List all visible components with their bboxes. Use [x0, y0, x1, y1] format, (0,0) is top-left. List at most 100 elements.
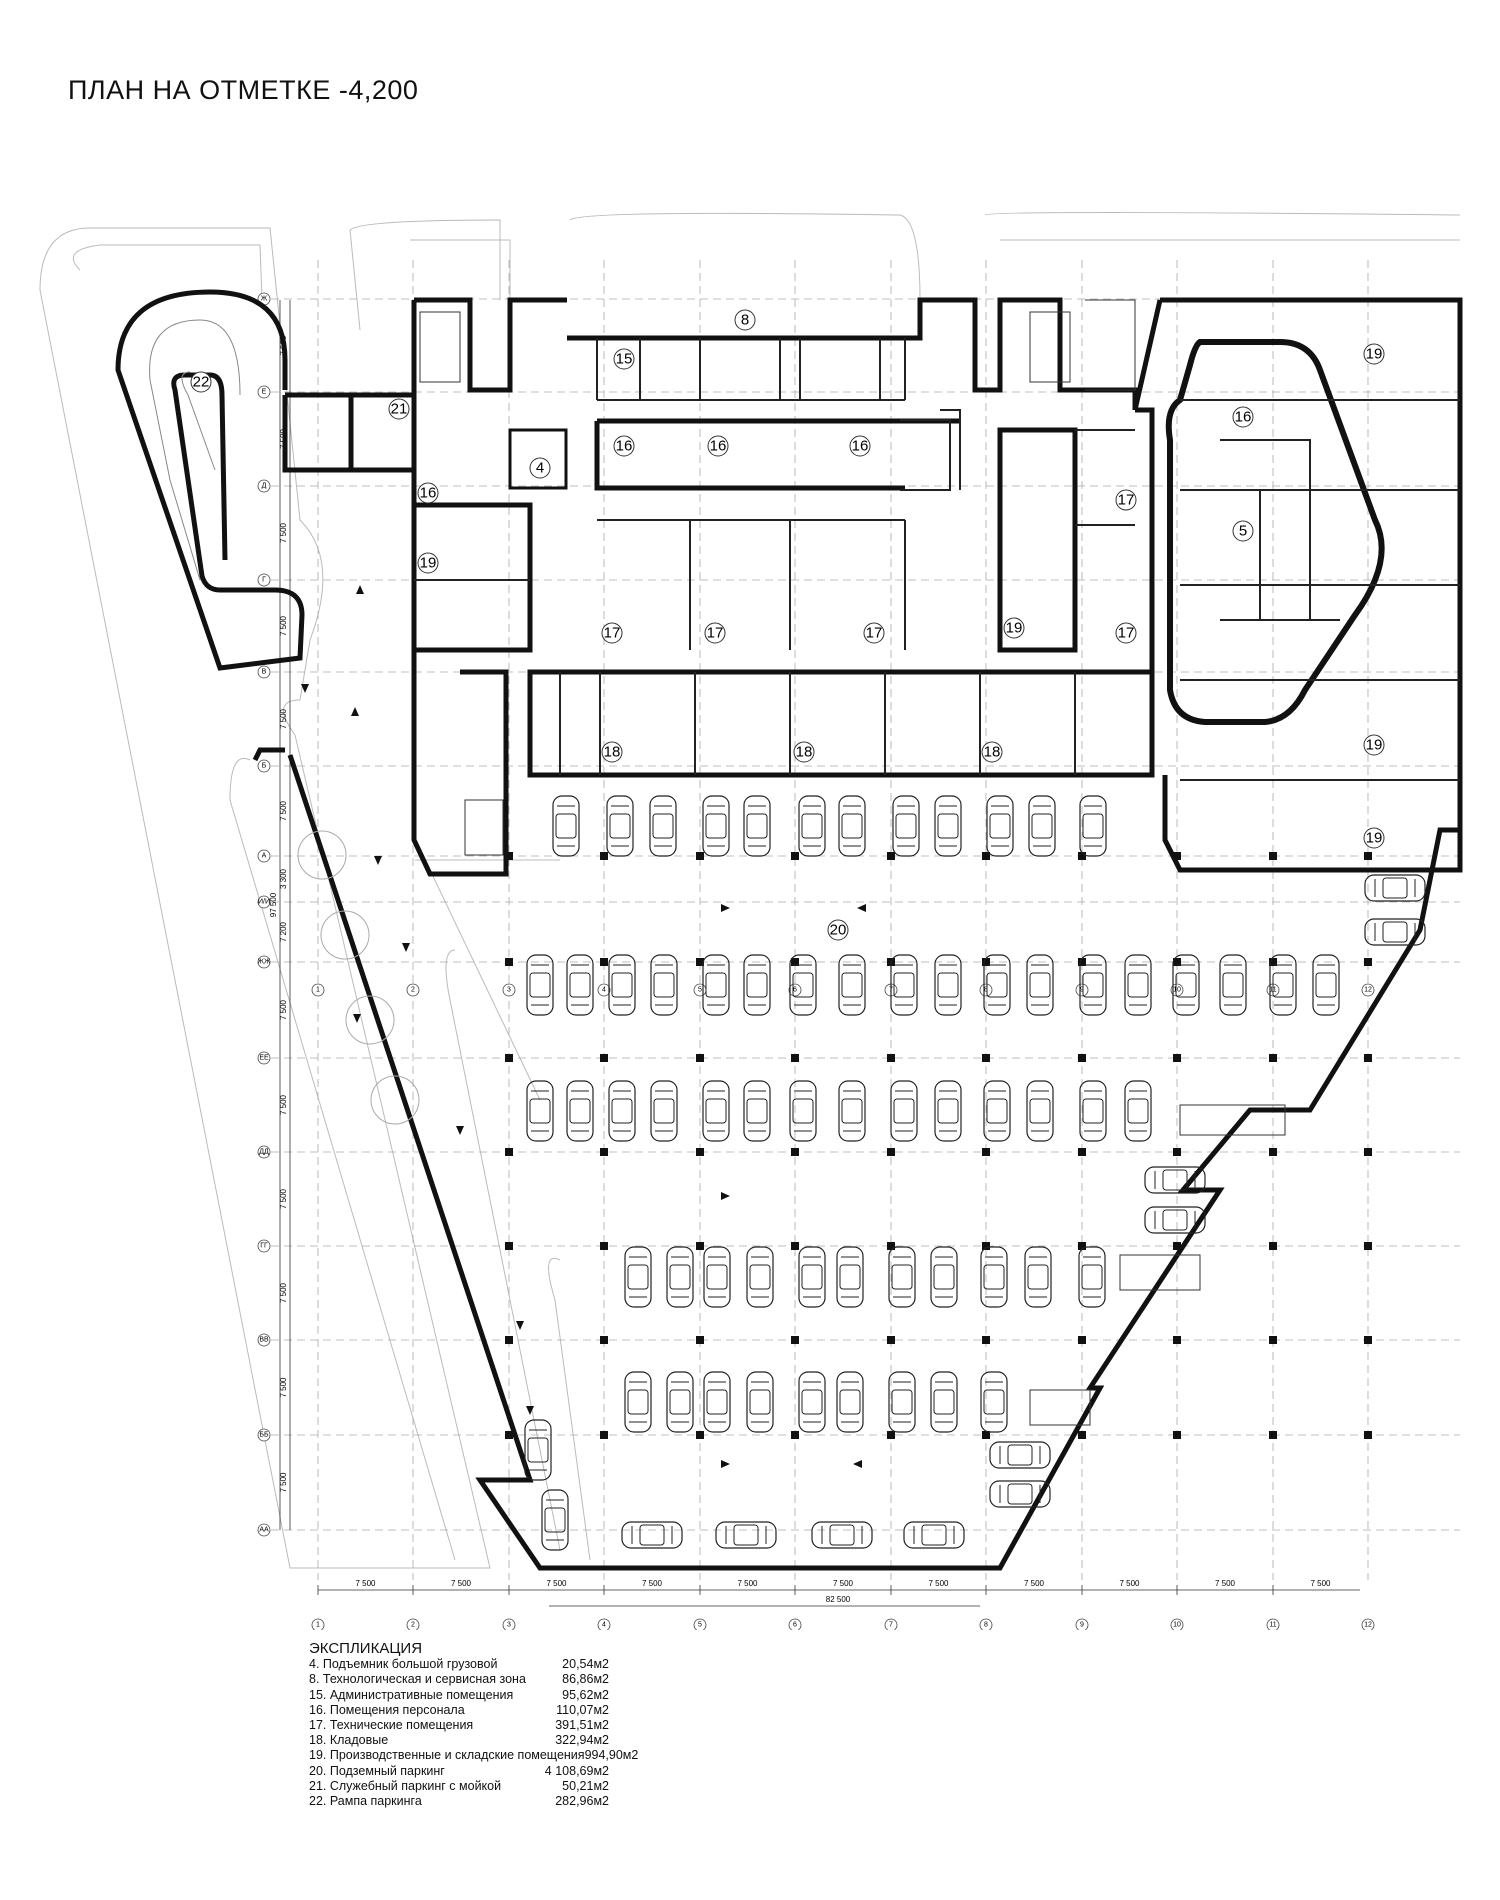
grid-row-label: ДД: [259, 1149, 269, 1156]
site-outline: [39, 212, 1461, 1569]
column: [505, 1148, 513, 1156]
dimension-text: 7 500: [279, 522, 288, 543]
car: [986, 795, 1014, 857]
room-bubble: [601, 741, 623, 763]
column: [505, 1431, 513, 1439]
arrow: [853, 1460, 862, 1468]
grid-column-label: 12: [1364, 1622, 1372, 1629]
dimension-text: 7 500: [737, 1579, 758, 1588]
room-bubble: [1363, 734, 1385, 756]
room-number: 17: [866, 625, 883, 642]
room-bubble: [1115, 489, 1137, 511]
grid-column-label: 2: [411, 987, 415, 994]
car: [892, 795, 920, 857]
column: [505, 1336, 513, 1344]
grid-column-label: 10: [1173, 987, 1181, 994]
dimension-text: 7 500: [546, 1579, 567, 1588]
car: [789, 1080, 817, 1142]
car: [608, 1080, 636, 1142]
grid-bubble: [597, 1618, 611, 1630]
column: [505, 958, 513, 966]
room-number: 19: [1366, 346, 1383, 363]
room-number: 8: [741, 312, 749, 329]
column: [696, 1242, 704, 1250]
dimension-text: 7 500: [279, 1377, 288, 1398]
grid-column-label: 5: [698, 1622, 702, 1629]
room-bubble: [863, 622, 885, 644]
grid-bubble: [597, 983, 611, 997]
column: [887, 1242, 895, 1250]
legend-name: 20. Подземный паркинг: [309, 1763, 445, 1778]
car: [746, 1371, 774, 1433]
legend-title: ЭКСПЛИКАЦИЯ: [309, 1640, 423, 1657]
room-bubble: [849, 435, 871, 457]
grid-bubble: [1361, 983, 1375, 997]
column: [1173, 1336, 1181, 1344]
car: [624, 1371, 652, 1433]
car: [541, 1489, 569, 1551]
room-number: 16: [420, 485, 437, 502]
column: [791, 1431, 799, 1439]
column: [696, 852, 704, 860]
column: [982, 1336, 990, 1344]
column: [696, 1054, 704, 1062]
grid-bubble: [979, 1618, 993, 1630]
car: [1312, 954, 1340, 1016]
car: [930, 1371, 958, 1433]
car: [524, 1419, 552, 1481]
grid-bubble: [311, 983, 325, 997]
car: [606, 795, 634, 857]
grid-column-label: 11: [1269, 1622, 1276, 1629]
grid-bubble: [1170, 1618, 1184, 1630]
grid-bubble: [406, 1618, 420, 1630]
room-number: 22: [193, 374, 210, 391]
car: [888, 1371, 916, 1433]
car: [666, 1246, 694, 1308]
column: [791, 958, 799, 966]
grid-bubble: [502, 983, 516, 997]
room-number: 5: [1239, 523, 1247, 540]
column: [1364, 1148, 1372, 1156]
car: [934, 795, 962, 857]
car: [649, 795, 677, 857]
grid-bubble: [884, 1618, 898, 1630]
grid-column-label: 6: [793, 1622, 797, 1629]
car: [743, 795, 771, 857]
column: [1078, 958, 1086, 966]
column: [696, 958, 704, 966]
room-bubble: [529, 457, 551, 479]
car: [1124, 1080, 1152, 1142]
car: [1079, 954, 1107, 1016]
dimension-text: 7 500: [279, 1188, 288, 1209]
grid-bubble: [257, 479, 271, 493]
legend-area: 994,90м2: [584, 1748, 639, 1763]
car: [1124, 954, 1152, 1016]
room-bubble: [1003, 617, 1025, 639]
grid-column-label: 4: [602, 1622, 606, 1629]
car: [1364, 874, 1426, 902]
legend-name: 4. Подъемник большой грузовой: [309, 1657, 498, 1672]
grid-bubble: [1075, 983, 1089, 997]
room-bubble: [981, 741, 1003, 763]
column: [600, 1242, 608, 1250]
car: [903, 1521, 965, 1549]
column: [696, 1336, 704, 1344]
dimension-text: 7 500: [451, 1579, 472, 1588]
car: [608, 954, 636, 1016]
grid-row-label: ББ: [259, 1432, 269, 1439]
car: [989, 1480, 1051, 1508]
car: [989, 1441, 1051, 1469]
room-bubble: [417, 482, 439, 504]
arrow: [857, 904, 866, 912]
column: [600, 1431, 608, 1439]
room-bubble: [793, 741, 815, 763]
column: [1078, 1431, 1086, 1439]
dimension-text: 7 500: [279, 1472, 288, 1493]
column: [791, 1242, 799, 1250]
car: [743, 1080, 771, 1142]
